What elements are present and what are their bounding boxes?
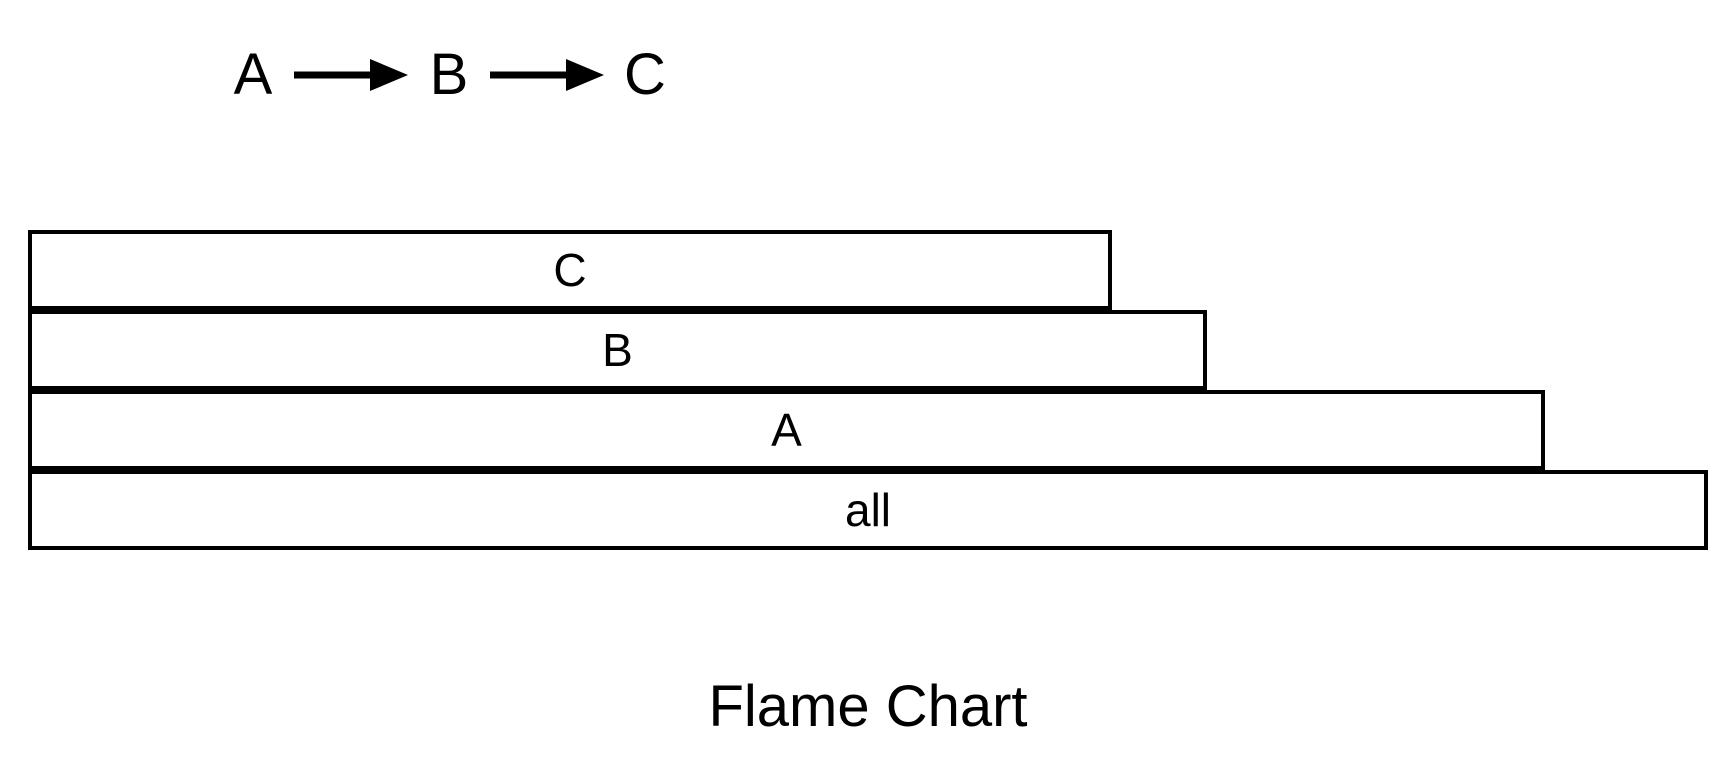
flame-frame-label: A [771,404,802,456]
call-chain: A B C [230,32,668,118]
call-chain-node-a: A [233,42,273,107]
flame-frame-label: C [553,244,587,296]
right-arrow-icon [292,55,410,95]
call-chain-node-c: C [624,42,666,107]
flame-frame-all[interactable]: all [28,470,1708,550]
call-chain-node-b: B [429,42,469,107]
flame-frame-label: all [844,484,892,536]
chart-caption: Flame Chart [708,674,1028,739]
flame-frame-a[interactable]: A [28,390,1545,470]
flame-frame-b[interactable]: B [28,310,1207,390]
flame-frame-label: B [602,324,633,376]
flame-frame-c[interactable]: C [28,230,1112,310]
right-arrow-icon [488,55,606,95]
